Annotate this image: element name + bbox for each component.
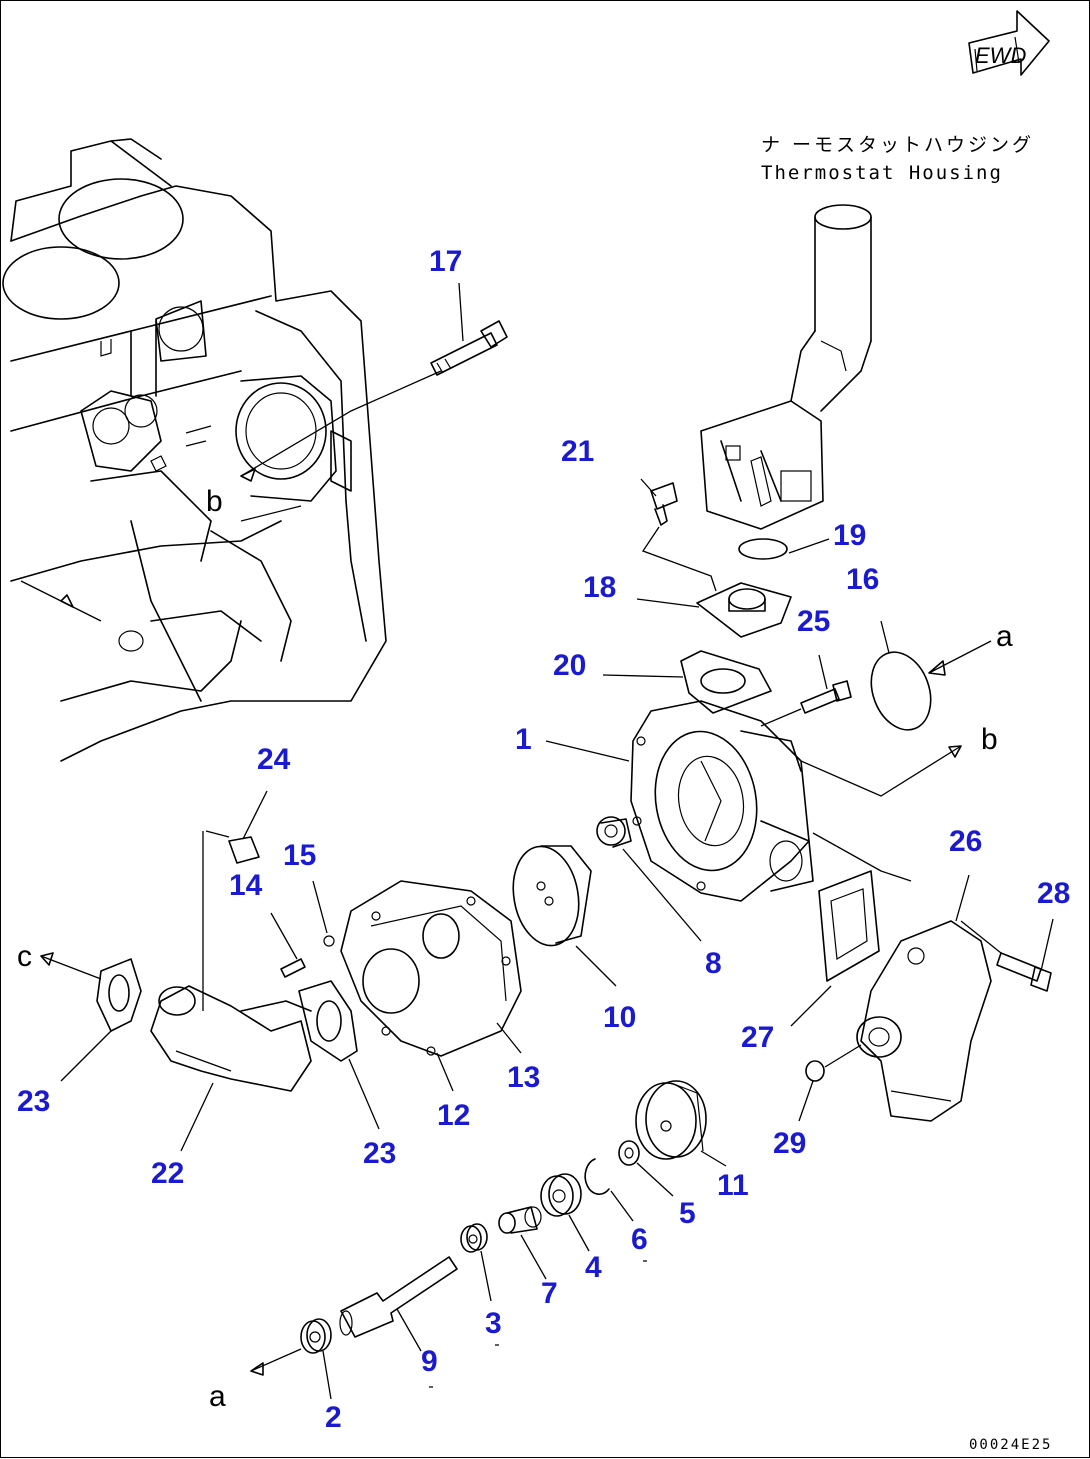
plug-29 — [798, 1044, 862, 1122]
bearing-3 — [460, 1223, 492, 1302]
bolt-24 — [202, 790, 268, 1011]
bearing-4 — [540, 1173, 590, 1252]
callout-11: 11 — [717, 1169, 749, 1202]
callout-19: 19 — [833, 519, 866, 552]
callout-16: 16 — [846, 563, 879, 596]
gasket-20 — [602, 650, 772, 714]
thermostat-label-en: Thermostat Housing — [761, 162, 1003, 184]
thermostat-label-jp: ナ ーモスタットハウジング — [761, 134, 1034, 156]
bolt-25 — [760, 654, 852, 727]
thermostat-housing — [700, 204, 872, 530]
callout-21: 21 — [561, 435, 594, 468]
callout-29: 29 — [773, 1127, 806, 1160]
gasket-27 — [790, 870, 880, 1027]
callout-18: 18 — [583, 571, 616, 604]
engine-block — [2, 138, 387, 762]
callout-17: 17 — [429, 245, 462, 278]
washer-15 — [312, 880, 335, 947]
bolt-21 — [640, 478, 717, 592]
water-connector-26 — [856, 874, 1002, 1122]
callout-14: 14 — [229, 869, 263, 902]
callout-12: 12 — [437, 1099, 470, 1132]
impeller-10 — [512, 845, 617, 987]
callout-13: 13 — [507, 1061, 540, 1094]
callout-24: 24 — [257, 743, 291, 776]
ref-letter-a-bottom: a — [209, 1380, 226, 1413]
gasket-23-center — [298, 980, 380, 1130]
callout-20: 20 — [553, 649, 586, 682]
elbow-pipe-22 — [150, 985, 312, 1152]
direction-label: EWD — [975, 43, 1026, 68]
callout-28: 28 — [1037, 877, 1070, 910]
callout-1: 1 — [515, 723, 532, 756]
callout-27: 27 — [741, 1021, 774, 1054]
water-pump-housing-1 — [545, 700, 962, 902]
nut-2 — [250, 1318, 332, 1400]
o-ring-19 — [738, 538, 788, 560]
callout-6: 6 — [631, 1223, 648, 1256]
callout-25: 25 — [797, 605, 830, 638]
bolt-17 — [240, 282, 508, 482]
callout-2: 2 — [325, 1401, 342, 1434]
spacer-7 — [498, 1206, 547, 1280]
bearing-5 — [618, 1140, 674, 1197]
ref-letter-c: c — [17, 940, 32, 973]
callout-22: 22 — [151, 1157, 184, 1190]
seal-8 — [596, 816, 702, 942]
callout-7: 7 — [541, 1277, 558, 1310]
callout-23-left: 23 — [17, 1085, 50, 1118]
ref-letter-b: b — [981, 723, 998, 756]
callout-15: 15 — [283, 839, 316, 872]
bolt-28 — [996, 918, 1054, 992]
callout-8: 8 — [705, 947, 722, 980]
snap-ring-6 — [584, 1158, 634, 1222]
drawing-code: 00024E25 — [969, 1437, 1052, 1453]
callout-3: 3 — [485, 1307, 502, 1340]
callout-9: 9 — [421, 1345, 438, 1378]
thermostat-18 — [636, 582, 792, 638]
ref-letter-a-top: a — [996, 620, 1013, 653]
pulley-11 — [635, 1080, 727, 1167]
o-ring-16 — [870, 620, 992, 731]
bolt-14 — [270, 912, 306, 978]
callout-4: 4 — [585, 1251, 602, 1284]
cover-12 — [340, 880, 522, 1092]
shaft-9 — [339, 1256, 458, 1352]
callout-26: 26 — [949, 825, 982, 858]
direction-arrow-icon: EWD — [968, 10, 1050, 76]
ref-letter-b-block: b — [206, 485, 223, 518]
callout-5: 5 — [679, 1197, 696, 1230]
callout-23-center: 23 — [363, 1137, 396, 1170]
gasket-23-left — [40, 952, 142, 1082]
callout-10: 10 — [603, 1001, 636, 1034]
